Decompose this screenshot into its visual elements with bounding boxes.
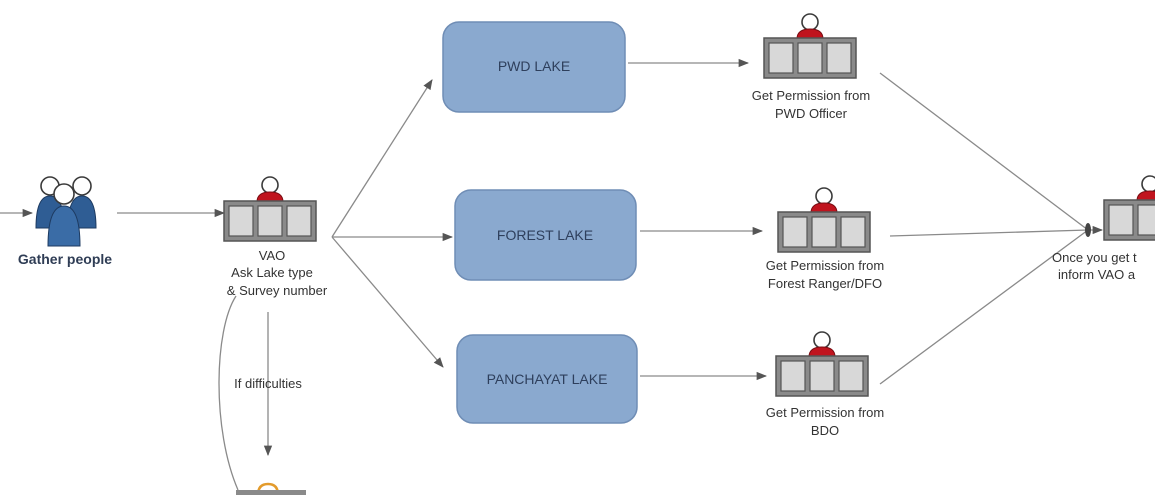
permission-bdo-line1: Get Permission from [766, 405, 884, 420]
merge-junction [1085, 223, 1091, 237]
vao-desk-icon [223, 176, 317, 242]
permission-bdo-line2: BDO [811, 423, 839, 438]
vao-title: VAO [259, 248, 286, 263]
lake-panchayat-node[interactable]: PANCHAYAT LAKE [456, 334, 638, 424]
final-inform-vao-node[interactable]: Once you get t inform VAO a [1052, 175, 1155, 282]
permission-bdo-desk-icon [775, 331, 869, 397]
lake-panchayat-label: PANCHAYAT LAKE [487, 371, 608, 387]
permission-pwd-desk-icon [763, 13, 857, 79]
lake-pwd-node[interactable]: PWD LAKE [442, 21, 626, 113]
vao-node[interactable]: VAO Ask Lake type & Survey number [223, 176, 328, 298]
arrow-vao-to-pwd-lake [331, 79, 433, 238]
permission-forest-desk-icon [777, 187, 871, 253]
vao-ask-lake-type: Ask Lake type [231, 265, 313, 280]
lake-pwd-label: PWD LAKE [498, 58, 570, 74]
permission-pwd-node[interactable]: Get Permission from PWD Officer [752, 13, 870, 121]
permission-forest-line2: Forest Ranger/DFO [768, 276, 882, 291]
arrow-pwd-permission-to-final [879, 72, 1089, 231]
final-desk-icon [1103, 175, 1155, 241]
return-loop-curve [218, 295, 239, 491]
gather-people-label: Gather people [18, 251, 112, 267]
arrow-forest-permission-to-final [889, 229, 1089, 237]
permission-forest-node[interactable]: Get Permission from Forest Ranger/DFO [766, 187, 884, 291]
permission-bdo-node[interactable]: Get Permission from BDO [766, 331, 884, 438]
lake-forest-label: FOREST LAKE [497, 227, 593, 243]
arrow-vao-to-panchayat-lake [331, 236, 444, 368]
lake-forest-node[interactable]: FOREST LAKE [454, 189, 637, 281]
people-group-icon [35, 176, 97, 247]
permission-pwd-line2: PWD Officer [775, 106, 848, 121]
permission-pwd-line1: Get Permission from [752, 88, 870, 103]
connectors [0, 58, 1104, 491]
final-line1: Once you get t [1052, 250, 1137, 265]
escalation-actor-icon [236, 482, 306, 495]
gather-people-node[interactable]: Gather people [18, 176, 112, 267]
permission-forest-line1: Get Permission from [766, 258, 884, 273]
vao-survey-number: & Survey number [227, 283, 328, 298]
arrow-bdo-permission-to-final [879, 229, 1089, 385]
final-line2: inform VAO a [1058, 267, 1136, 282]
if-difficulties-label: If difficulties [234, 376, 302, 391]
